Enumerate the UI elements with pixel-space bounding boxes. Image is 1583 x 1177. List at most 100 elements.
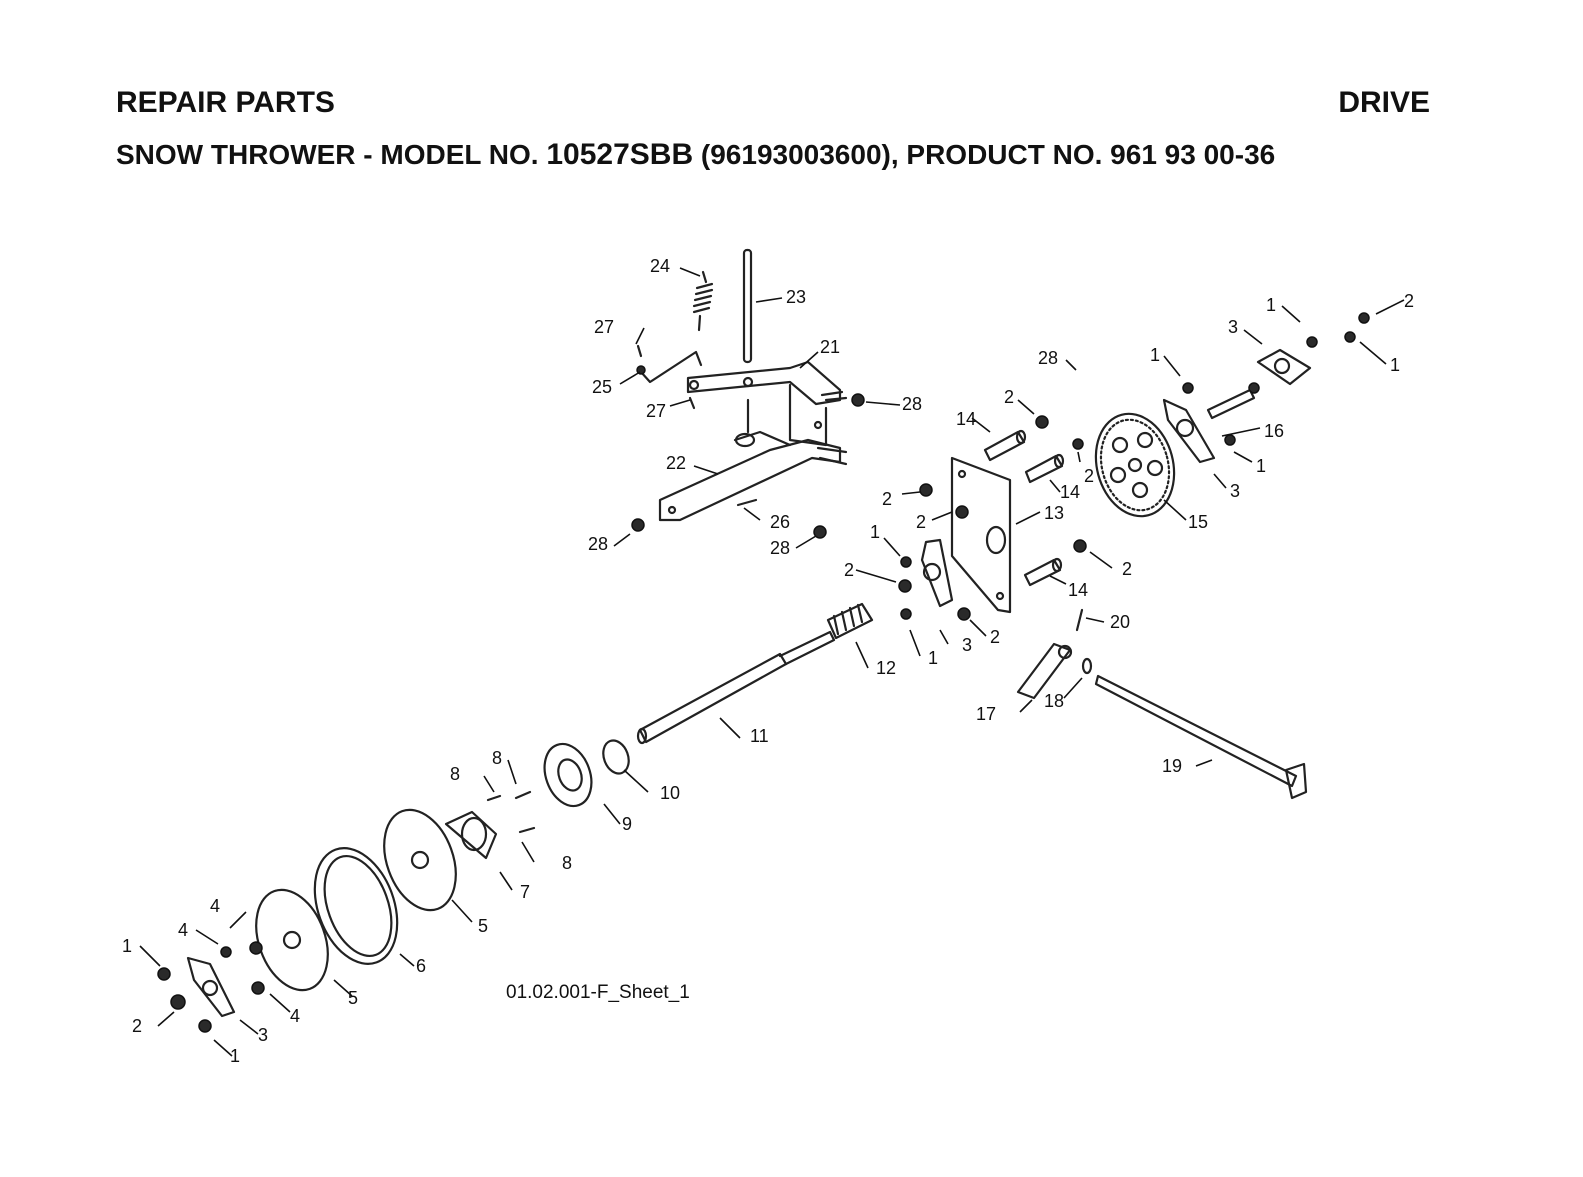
nut-part-28-a bbox=[851, 393, 865, 407]
callout-16: 16 bbox=[1264, 421, 1284, 441]
callout-2-r-a: 2 bbox=[1004, 387, 1014, 407]
callout-27-upper: 27 bbox=[594, 317, 614, 337]
callout-5-lower: 5 bbox=[348, 988, 358, 1008]
subtitle-prefix: SNOW THROWER - MODEL NO. bbox=[116, 139, 547, 170]
bearing-flange-part-3-left bbox=[186, 956, 236, 1018]
screw-part-20 bbox=[1075, 608, 1084, 632]
nuts-part-2 bbox=[898, 312, 1370, 621]
callout-11: 11 bbox=[750, 726, 769, 746]
callout-7: 7 bbox=[520, 882, 530, 902]
callout-2-m-a: 2 bbox=[844, 560, 854, 580]
callout-3-m: 3 bbox=[962, 635, 972, 655]
shift-lever-part-21 bbox=[686, 360, 848, 447]
callout-10: 10 bbox=[660, 783, 680, 803]
model-number: 10527SBB bbox=[546, 138, 694, 171]
callout-2-r-d: 2 bbox=[916, 512, 926, 532]
shift-rod-part-23 bbox=[742, 248, 753, 364]
callout-22: 22 bbox=[666, 453, 686, 473]
callout-21: 21 bbox=[820, 337, 840, 357]
callout-2-tr: 2 bbox=[1404, 291, 1414, 311]
nut-part-28-c bbox=[813, 525, 827, 539]
bracket-part-22 bbox=[658, 398, 848, 522]
pin-part-26 bbox=[736, 498, 758, 507]
callout-19: 19 bbox=[1162, 756, 1182, 776]
callout-8-a: 8 bbox=[492, 748, 502, 768]
shaft-part-16 bbox=[1206, 382, 1260, 420]
callout-2-r-e: 2 bbox=[1122, 559, 1132, 579]
leader-lines bbox=[139, 267, 1405, 1057]
subtitle-suffix: (96193003600), PRODUCT NO. 961 93 00-36 bbox=[693, 139, 1276, 170]
callout-18: 18 bbox=[1044, 691, 1064, 711]
callout-25: 25 bbox=[592, 377, 612, 397]
callout-23: 23 bbox=[786, 287, 806, 307]
callout-1-m-b: 1 bbox=[928, 648, 938, 668]
callout-4-b: 4 bbox=[178, 920, 188, 940]
callout-1-r-d: 1 bbox=[1256, 456, 1266, 476]
spacer-part-14-a bbox=[983, 429, 1027, 462]
rod-part-19 bbox=[1094, 674, 1308, 800]
model-subtitle: SNOW THROWER - MODEL NO. 10527SBB (96193… bbox=[116, 138, 1275, 172]
callout-9: 9 bbox=[622, 814, 632, 834]
callout-24: 24 bbox=[650, 256, 670, 276]
callout-14-a: 14 bbox=[956, 409, 976, 429]
bolts-part-8 bbox=[486, 790, 536, 834]
bearing-housing-part-9 bbox=[543, 742, 593, 808]
retaining-ring-part-10 bbox=[602, 739, 630, 775]
nut-part-28-b bbox=[631, 518, 645, 532]
callout-1-tr-a: 1 bbox=[1266, 295, 1276, 315]
callout-6: 6 bbox=[416, 956, 426, 976]
side-plate-part-13 bbox=[950, 456, 1012, 614]
callout-2-l: 2 bbox=[132, 1016, 142, 1036]
callout-2-r-b: 2 bbox=[1084, 466, 1094, 486]
drive-ring-part-6 bbox=[313, 847, 399, 965]
callout-17: 17 bbox=[976, 704, 996, 724]
fasteners-lower-left bbox=[157, 967, 212, 1033]
drive-shaft-part-11 bbox=[636, 630, 836, 745]
callout-28-c: 28 bbox=[770, 538, 790, 558]
callout-3-l: 3 bbox=[258, 1025, 268, 1045]
callout-5-upper: 5 bbox=[478, 916, 488, 936]
callout-labels: 24 23 27 21 25 27 28 22 26 28 28 1 2 3 1… bbox=[122, 256, 1414, 1066]
bearing-flange-part-3-middle bbox=[920, 538, 954, 608]
callout-8-c: 8 bbox=[562, 853, 572, 873]
link-rod-part-25 bbox=[636, 350, 703, 384]
callout-28-a: 28 bbox=[902, 394, 922, 414]
callout-2-r-c: 2 bbox=[882, 489, 892, 509]
callout-12: 12 bbox=[876, 658, 896, 678]
callout-28-d: 28 bbox=[1038, 348, 1058, 368]
friction-disc-part-5-upper bbox=[383, 808, 457, 912]
spacer-part-14-b bbox=[1024, 453, 1065, 484]
washer-part-18 bbox=[1081, 657, 1093, 675]
worm-gear-part-12 bbox=[826, 602, 874, 640]
hex-bolts-part-1 bbox=[900, 331, 1356, 620]
callout-4-a: 4 bbox=[210, 896, 220, 916]
callout-14-c: 14 bbox=[1068, 580, 1088, 600]
callout-2-m-b: 2 bbox=[990, 627, 1000, 647]
callout-1-m-a: 1 bbox=[870, 522, 880, 542]
nuts-part-4 bbox=[220, 941, 265, 995]
pin-part-27-upper bbox=[636, 344, 643, 358]
bearing-flange-part-3-right bbox=[1162, 398, 1216, 464]
callout-4-c: 4 bbox=[290, 1006, 300, 1026]
callout-28-b: 28 bbox=[588, 534, 608, 554]
callout-1-tr-c: 1 bbox=[1150, 345, 1160, 365]
callout-8-b: 8 bbox=[450, 764, 460, 784]
clutch-hub-part-7 bbox=[444, 810, 498, 860]
bearing-flange-part-3-top bbox=[1256, 348, 1312, 386]
callout-1-l-b: 1 bbox=[230, 1046, 240, 1066]
callout-3-tr: 3 bbox=[1228, 317, 1238, 337]
callout-27-lower: 27 bbox=[646, 401, 666, 421]
pin-part-27-lower bbox=[688, 396, 696, 410]
callout-20: 20 bbox=[1110, 612, 1130, 632]
callout-15: 15 bbox=[1188, 512, 1208, 532]
callout-14-b: 14 bbox=[1060, 482, 1080, 502]
arm-part-17 bbox=[1016, 642, 1073, 700]
callout-1-tr-b: 1 bbox=[1390, 355, 1400, 375]
callout-26: 26 bbox=[770, 512, 790, 532]
spring-part-24 bbox=[692, 270, 714, 332]
gear-part-15 bbox=[1094, 412, 1176, 518]
callout-3-r: 3 bbox=[1230, 481, 1240, 501]
sheet-identifier: 01.02.001-F_Sheet_1 bbox=[506, 982, 690, 1003]
page-title: REPAIR PARTS bbox=[116, 86, 335, 119]
